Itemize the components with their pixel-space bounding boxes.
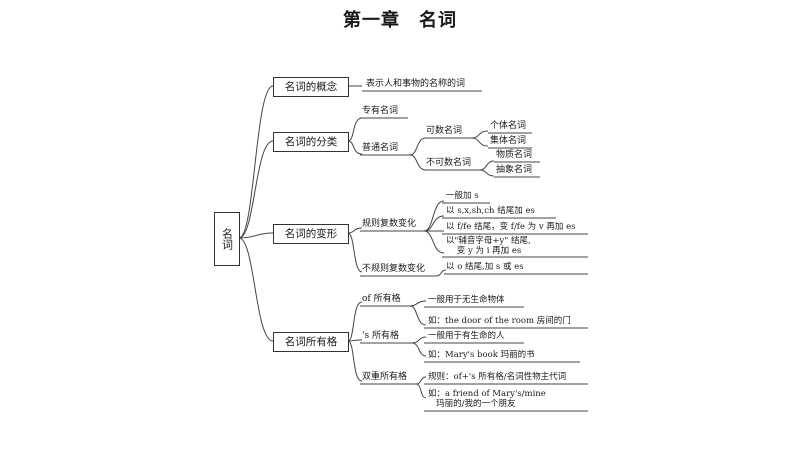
plural-rule: 以 o 结尾,加 s 或 es <box>446 262 524 272</box>
material-noun: 物质名词 <box>496 150 533 160</box>
page-title: 第一章 名词 <box>343 10 457 31</box>
connector <box>435 269 447 277</box>
connector <box>423 230 445 254</box>
s-example: 如：Mary's book 玛丽的书 <box>428 350 535 360</box>
plural-rule: 以 f/fe 结尾，变 f/fe 为 v 再加 es <box>446 222 576 232</box>
double-rule: 规则：of+'s 所有格/名词性物主代词 <box>428 372 567 382</box>
regular-plural: 规则复数变化 <box>362 219 417 229</box>
connector <box>238 237 274 342</box>
connector <box>423 215 445 232</box>
countable-noun: 可数名词 <box>426 126 463 136</box>
connector <box>238 232 274 239</box>
connector <box>347 232 363 273</box>
of-possessive: of 所有格 <box>362 294 401 304</box>
connector <box>347 227 363 234</box>
connector <box>409 154 427 171</box>
s-possessive: 's 所有格 <box>362 331 399 341</box>
connector <box>347 301 363 342</box>
individual-noun: 个体名词 <box>490 121 527 131</box>
branch-classification: 名词的分类 <box>273 132 349 152</box>
of-example: 如：the door of the room 房间的门 <box>428 316 571 326</box>
connector <box>411 342 427 357</box>
proper-noun: 专有名词 <box>362 106 399 116</box>
connector <box>471 137 489 147</box>
connector <box>479 160 495 171</box>
plural-rule: 一般加 s <box>446 191 479 201</box>
connector <box>409 300 427 307</box>
connector <box>409 305 427 326</box>
double-example: 如：a friend of Mary's/mine 玛丽的/我的一个朋友 <box>428 389 546 409</box>
connector <box>471 130 489 139</box>
plural-rule: 以"辅音字母+y" 结尾, 变 y 为 i 再加 es <box>446 236 531 256</box>
concept-definition: 表示人和事物的名称的词 <box>366 79 466 89</box>
connector <box>415 383 427 399</box>
connector <box>238 85 274 239</box>
root-node: 名词 <box>214 212 240 266</box>
s-rule: 一般用于有生命的人 <box>428 331 505 341</box>
connector <box>423 200 445 232</box>
double-possessive: 双重所有格 <box>362 372 408 382</box>
connector <box>415 376 427 385</box>
connector <box>347 117 363 142</box>
branch-plural: 名词的变形 <box>273 224 349 244</box>
connector <box>479 169 495 177</box>
collective-noun: 集体名词 <box>490 136 527 146</box>
irregular-plural: 不规则复数变化 <box>362 264 426 274</box>
common-noun: 普通名词 <box>362 143 399 153</box>
plural-rule: 以 s,x,sh,ch 结尾加 es <box>446 206 535 216</box>
of-rule: 一般用于无生命物体 <box>428 295 505 305</box>
connector <box>411 336 427 344</box>
connector <box>347 340 363 382</box>
connector <box>347 339 363 342</box>
uncountable-noun: 不可数名词 <box>426 158 472 168</box>
abstract-noun: 抽象名词 <box>496 165 533 175</box>
branch-concept: 名词的概念 <box>273 77 349 97</box>
connector <box>238 140 274 239</box>
branch-possessive: 名词所有格 <box>273 332 349 352</box>
connector <box>347 140 363 155</box>
connector <box>409 137 427 156</box>
